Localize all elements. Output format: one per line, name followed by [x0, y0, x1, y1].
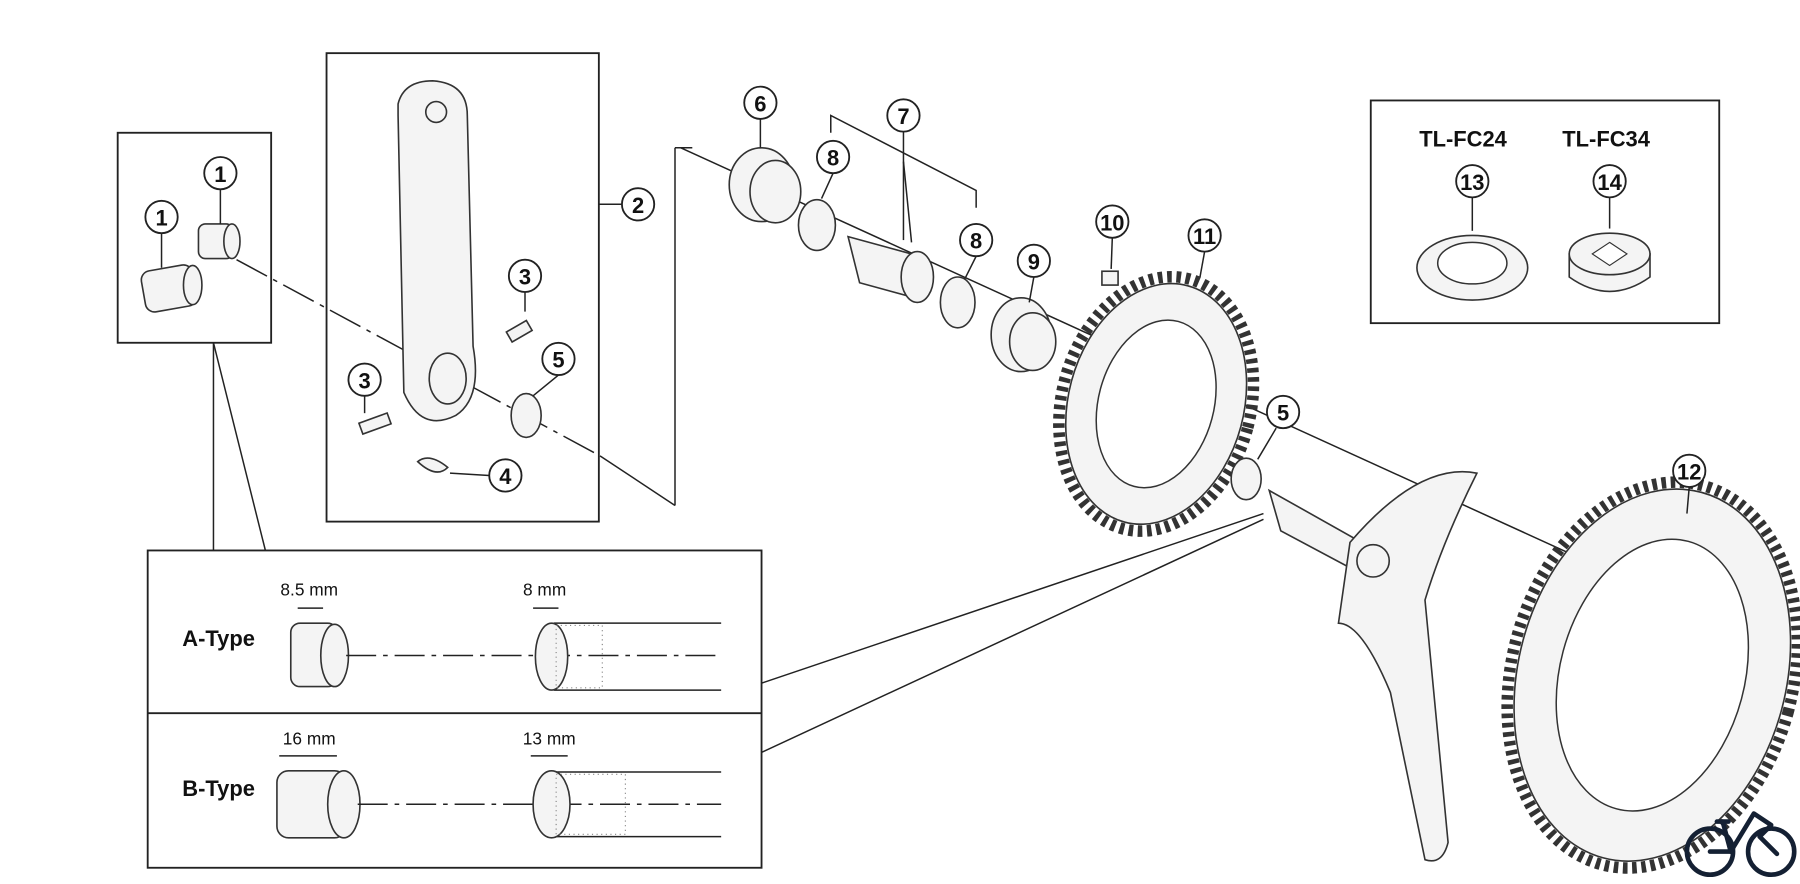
fixing-bolt-parts [140, 189, 241, 313]
svg-text:10: 10 [1100, 210, 1124, 235]
callout-14: 14 [1592, 164, 1627, 199]
detail-box [146, 549, 763, 869]
svg-text:8: 8 [827, 146, 839, 171]
bicycle-logo-icon [1684, 811, 1797, 877]
svg-text:9: 9 [1028, 249, 1040, 274]
svg-text:7: 7 [897, 104, 909, 129]
svg-text:6: 6 [754, 91, 766, 116]
callout-13: 13 [1455, 164, 1490, 199]
callout-2: 2 [620, 187, 656, 222]
bottom-bracket-parts [728, 114, 1119, 373]
left-crank-box [325, 52, 600, 523]
callout-5b: 5 [1265, 394, 1301, 430]
a-type-hole-dimension: 8 mm [523, 579, 566, 599]
tool-label-tl-fc34: TL-FC34 [1562, 127, 1650, 152]
svg-text:13: 13 [1460, 170, 1484, 195]
callout-9: 9 [1016, 243, 1051, 278]
b-type-hole-dimension: 13 mm [523, 728, 576, 748]
svg-text:8: 8 [970, 229, 982, 254]
svg-text:3: 3 [519, 265, 531, 290]
b-type-cap-dimension: 16 mm [283, 728, 336, 748]
svg-text:11: 11 [1193, 224, 1216, 249]
callout-3a: 3 [507, 258, 543, 293]
b-type-label: B-Type [182, 776, 255, 801]
inner-chainring [1053, 251, 1277, 537]
svg-text:14: 14 [1597, 170, 1622, 195]
callout-3b: 3 [347, 362, 382, 397]
callout-1a: 1 [203, 156, 238, 191]
tools: TL-FC24 TL-FC34 [1416, 127, 1651, 301]
callout-12: 12 [1672, 453, 1707, 488]
svg-text:12: 12 [1677, 460, 1701, 485]
left-crank-arm [357, 80, 622, 477]
callout-8b: 8 [959, 222, 994, 258]
tool-box [1369, 99, 1721, 325]
callout-1b: 1 [144, 199, 179, 235]
a-type-cap-dimension: 8.5 mm [280, 579, 338, 599]
callout-11: 11 [1187, 218, 1222, 253]
svg-text:5: 5 [552, 348, 564, 373]
svg-text:2: 2 [632, 193, 644, 218]
svg-text:3: 3 [359, 368, 371, 393]
svg-text:5: 5 [1277, 401, 1289, 426]
callout-8a: 8 [815, 139, 851, 175]
tool-label-tl-fc24: TL-FC24 [1419, 127, 1507, 152]
svg-text:1: 1 [155, 206, 167, 231]
svg-text:1: 1 [214, 162, 226, 187]
svg-text:4: 4 [499, 464, 512, 489]
right-crank-arm [1267, 470, 1479, 862]
callout-7: 7 [886, 98, 921, 133]
callout-6: 6 [743, 85, 778, 120]
outer-chainring [1501, 476, 1800, 874]
fixing-bolt-detail: A-Type B-Type 8.5 mm 8 mm 16 mm 13 mm [182, 579, 722, 839]
fixing-bolt-box [116, 131, 273, 344]
callout-10: 10 [1095, 204, 1130, 239]
callout-4: 4 [488, 458, 523, 493]
callout-5a: 5 [541, 341, 576, 376]
a-type-label: A-Type [182, 626, 255, 651]
